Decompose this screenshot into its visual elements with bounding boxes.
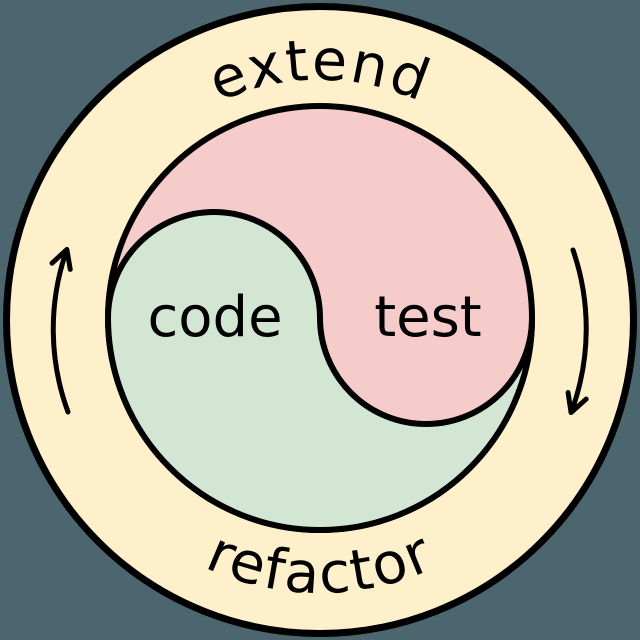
arrow-down-icon <box>565 247 589 416</box>
yinyang-code-side <box>105 209 535 533</box>
code-label: code <box>147 285 282 350</box>
test-label: test <box>374 285 482 350</box>
arrow-up-icon <box>49 246 73 415</box>
